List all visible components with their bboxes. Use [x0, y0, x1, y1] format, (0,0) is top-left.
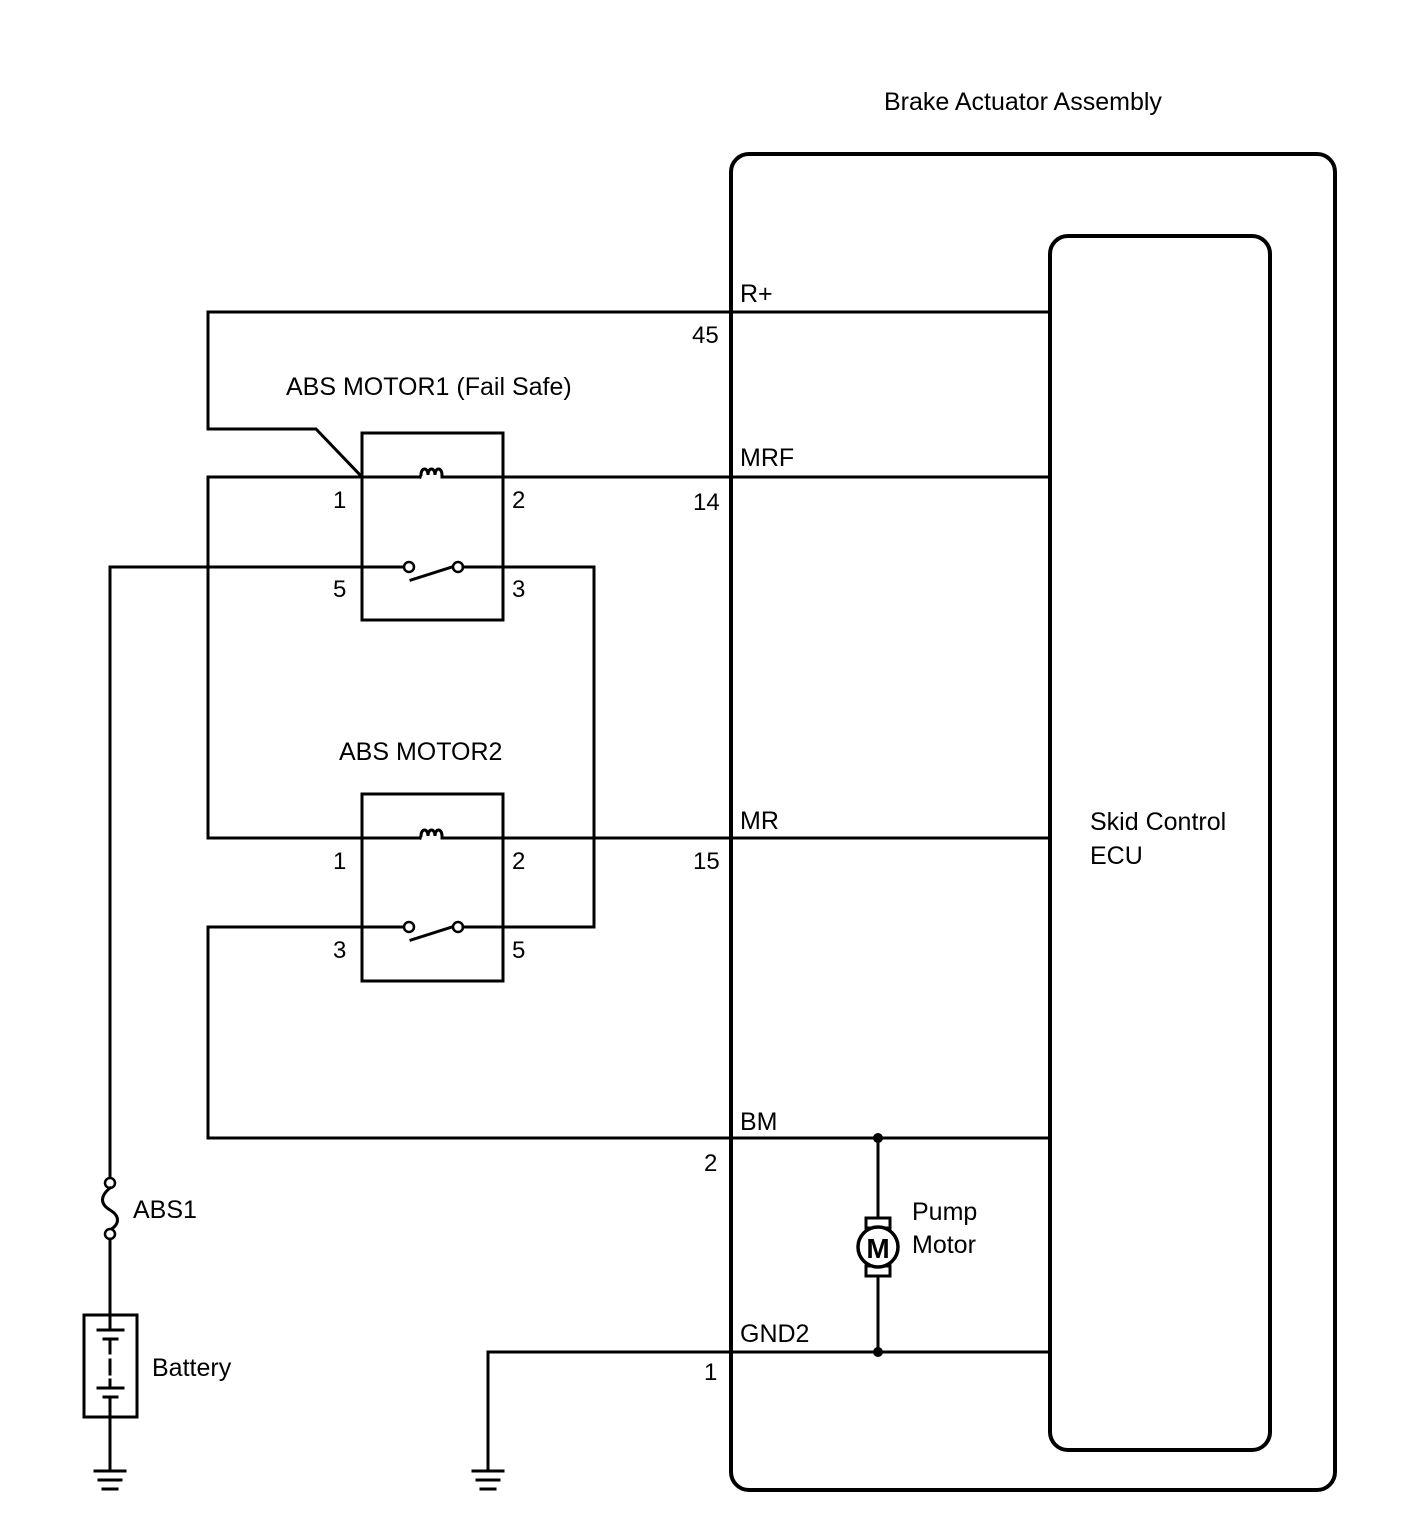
relay1-box	[360, 431, 505, 622]
motor-icon: M	[856, 1216, 900, 1278]
signal-gnd2: GND2	[740, 1320, 809, 1348]
relay2-pin-5: 5	[512, 937, 525, 964]
motor-symbol: M	[866, 1233, 889, 1264]
relay1-label: ABS MOTOR1 (Fail Safe)	[286, 373, 572, 401]
skid-control-ecu-box	[1048, 234, 1272, 1452]
wire-relay2-to-bm	[206, 925, 364, 1140]
brake-actuator-assembly-box	[729, 152, 1337, 1492]
ecu-label-line1: Skid Control	[1090, 808, 1226, 836]
relay1-pin-2: 2	[512, 487, 525, 514]
pump-label-line2: Motor	[912, 1231, 976, 1259]
wire-relay1-coil-to-relay2-coil	[206, 475, 364, 840]
fuse-icon	[101, 1185, 119, 1233]
relay2-contact-left	[402, 920, 416, 934]
wire-fuse-to-relay1	[108, 565, 364, 1180]
battery-ground-icon	[93, 1469, 127, 1491]
signal-mr: MR	[740, 807, 779, 835]
assembly-title: Brake Actuator Assembly	[884, 88, 1162, 116]
fuse-label: ABS1	[133, 1196, 197, 1224]
relay2-pin-3: 3	[333, 937, 346, 964]
battery-label: Battery	[152, 1354, 232, 1382]
relay1-coil-icon	[417, 467, 444, 480]
relay2-pin-2: 2	[512, 848, 525, 875]
gnd2-ground-icon	[471, 1469, 505, 1491]
relay2-switch-arm	[409, 924, 457, 942]
pin-14: 14	[693, 489, 720, 516]
wire-r-plus	[206, 310, 733, 480]
relay2-label: ABS MOTOR2	[339, 738, 502, 766]
relay1-pin-3: 3	[512, 576, 525, 603]
signal-r-plus: R+	[740, 280, 773, 308]
pin-15: 15	[693, 848, 720, 875]
pin-45: 45	[692, 322, 719, 349]
relay1-pin-1: 1	[333, 487, 346, 514]
relay2-box	[360, 792, 505, 983]
pin-2: 2	[704, 1150, 717, 1177]
pump-label-line1: Pump	[912, 1198, 977, 1226]
signal-bm: BM	[740, 1108, 778, 1136]
relay2-coil-icon	[417, 828, 444, 841]
relay1-pin-5: 5	[333, 576, 346, 603]
relay1-switch-arm	[409, 564, 457, 582]
relay1-contact-left	[402, 560, 416, 574]
wire-relay1-to-relay2	[501, 565, 596, 929]
pin-1: 1	[704, 1359, 717, 1386]
ecu-label-line2: ECU	[1090, 842, 1143, 870]
signal-mrf: MRF	[740, 444, 794, 472]
relay2-pin-1: 1	[333, 848, 346, 875]
